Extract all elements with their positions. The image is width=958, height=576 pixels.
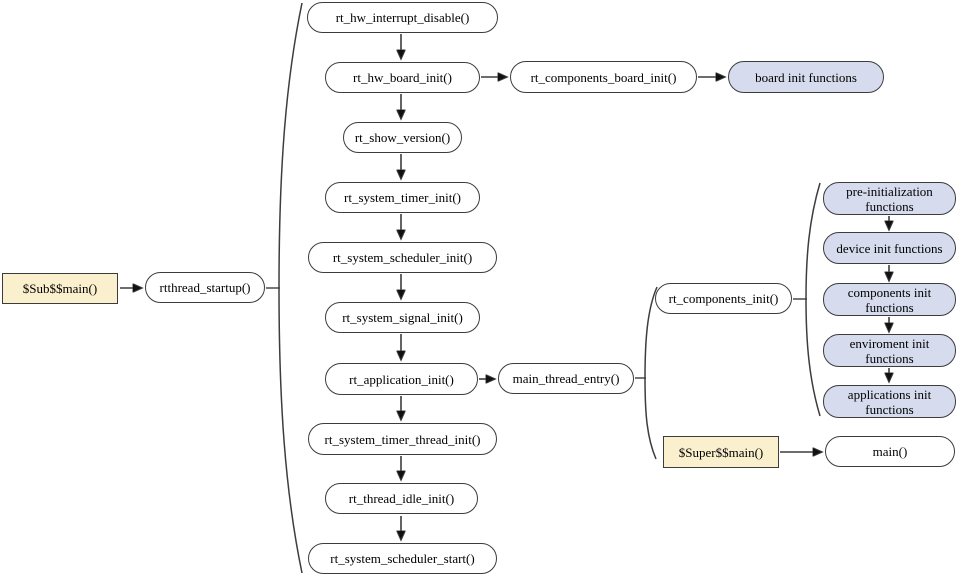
node-rt-system-timer-init: rt_system_timer_init(): [325, 182, 480, 213]
node-rt-system-scheduler-start: rt_system_scheduler_start(): [308, 543, 497, 574]
node-rt-system-scheduler-init: rt_system_scheduler_init(): [308, 242, 497, 273]
node-rt-show-version: rt_show_version(): [343, 122, 462, 153]
node-sub-main: $Sub$$main(): [2, 273, 118, 304]
node-components-init-functions: components init functions: [823, 283, 956, 316]
node-rt-hw-board-init: rt_hw_board_init(): [325, 62, 480, 93]
node-applications-init-functions: applications init functions: [823, 385, 956, 418]
node-rt-application-init: rt_application_init(): [325, 363, 478, 395]
node-rt-system-timer-thread-init: rt_system_timer_thread_init(): [308, 423, 497, 455]
node-rt-thread-idle-init: rt_thread_idle_init(): [325, 483, 478, 514]
node-rt-hw-interrupt-disable: rt_hw_interrupt_disable(): [307, 2, 498, 33]
node-rt-system-signal-init: rt_system_signal_init(): [325, 302, 480, 333]
node-super-main: $Super$$main(): [663, 436, 779, 468]
node-enviroment-init-functions: enviroment init functions: [823, 334, 956, 367]
brace-main-thread-entry-group: [644, 286, 658, 460]
node-pre-initialization-functions: pre-initialization functions: [823, 182, 956, 215]
node-device-init-functions: device init functions: [823, 232, 956, 264]
node-board-init-functions: board init functions: [728, 61, 884, 93]
node-main-thread-entry: main_thread_entry(): [498, 363, 634, 394]
brace-rtthread-startup-group: [278, 2, 303, 574]
node-rt-components-board-init: rt_components_board_init(): [510, 61, 697, 93]
node-rt-components-init: rt_components_init(): [655, 283, 792, 314]
brace-components-init-group: [805, 182, 821, 417]
node-rtthread-startup: rtthread_startup(): [145, 272, 265, 303]
node-main: main(): [825, 436, 955, 467]
